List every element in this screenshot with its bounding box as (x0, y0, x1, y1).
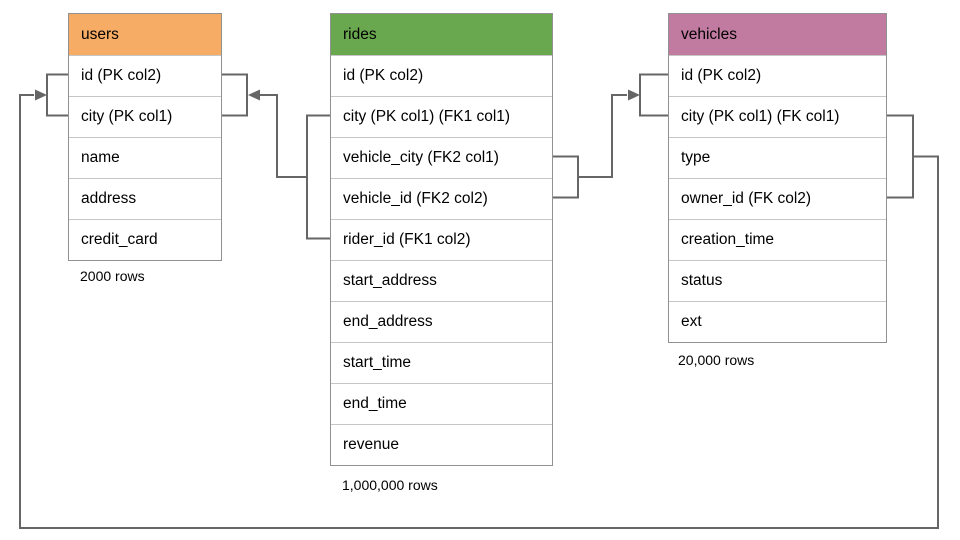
connector-line-vehicles-users-loop (19, 94, 939, 529)
connector-vehicles-to-users (19, 73, 939, 529)
column-users-city: city (PK col1) (69, 96, 221, 137)
arrowhead-to-vehicles-icon (628, 89, 640, 101)
connector-rides-to-users (222, 73, 330, 240)
column-rides-start-address: start_address (331, 260, 552, 301)
column-vehicles-id: id (PK col2) (669, 55, 886, 96)
column-rides-revenue: revenue (331, 424, 552, 465)
column-vehicles-creation-time: creation_time (669, 219, 886, 260)
column-vehicles-owner-id: owner_id (FK col2) (669, 178, 886, 219)
table-vehicles: vehicles id (PK col2) city (PK col1) (FK… (668, 13, 887, 343)
column-rides-vehicle-city: vehicle_city (FK2 col1) (331, 137, 552, 178)
arrowhead-to-users-icon (248, 89, 260, 101)
column-vehicles-status: status (669, 260, 886, 301)
row-count-vehicles: 20,000 rows (678, 352, 755, 368)
bracket-rides-fk2 (553, 155, 579, 199)
table-users: users id (PK col2) city (PK col1) name a… (68, 13, 222, 261)
column-rides-end-time: end_time (331, 383, 552, 424)
connector-line-rides-users (260, 94, 307, 178)
column-rides-start-time: start_time (331, 342, 552, 383)
column-rides-city: city (PK col1) (FK1 col1) (331, 96, 552, 137)
column-users-id: id (PK col2) (69, 55, 221, 96)
bracket-rides-fk1 (306, 114, 330, 240)
table-rides: rides id (PK col2) city (PK col1) (FK1 c… (330, 13, 553, 466)
table-header-rides: rides (331, 14, 552, 55)
connector-line-rides-vehicles (578, 94, 627, 178)
column-rides-vehicle-id: vehicle_id (FK2 col2) (331, 178, 552, 219)
column-users-credit-card: credit_card (69, 219, 221, 260)
connector-rides-to-vehicles (553, 73, 668, 199)
column-users-address: address (69, 178, 221, 219)
row-count-users: 2000 rows (80, 268, 145, 284)
column-users-name: name (69, 137, 221, 178)
column-rides-end-address: end_address (331, 301, 552, 342)
table-header-users: users (69, 14, 221, 55)
column-vehicles-type: type (669, 137, 886, 178)
bracket-vehicles-fk (887, 114, 914, 199)
bracket-users-pk-right (222, 73, 248, 117)
column-rides-id: id (PK col2) (331, 55, 552, 96)
bracket-vehicles-pk-left (639, 73, 668, 117)
table-header-vehicles: vehicles (669, 14, 886, 55)
row-count-rides: 1,000,000 rows (342, 477, 438, 493)
arrowhead-loop-to-users-icon (35, 89, 47, 101)
bracket-users-pk-left (46, 73, 68, 117)
column-vehicles-ext: ext (669, 301, 886, 342)
column-rides-rider-id: rider_id (FK1 col2) (331, 219, 552, 260)
column-vehicles-city: city (PK col1) (FK col1) (669, 96, 886, 137)
